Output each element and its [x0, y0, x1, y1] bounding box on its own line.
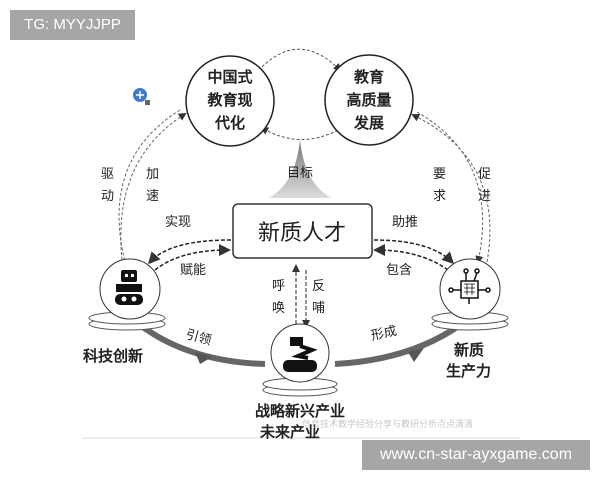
move-handle-icon[interactable]: [133, 88, 150, 105]
platform-right: [431, 311, 509, 331]
arrow-bottom-loop: [260, 126, 339, 140]
label-boost: 助推: [392, 215, 418, 230]
label-call-1: 呼: [272, 279, 285, 294]
label-feedback-1: 反: [312, 279, 325, 294]
goal-left-line3: 代化: [214, 114, 245, 132]
goal-label: 目标: [287, 166, 313, 181]
robot-icon: [115, 270, 143, 305]
label-promote-2: 进: [478, 189, 491, 204]
node-label-future-industries: 未来产业: [259, 423, 320, 441]
goal-right-line3: 发展: [353, 114, 384, 132]
arc-form: [334, 322, 462, 367]
center-box: [232, 203, 373, 259]
center-label: 新质人才: [258, 221, 346, 246]
goal-circle-right: [324, 54, 414, 146]
arc-left-inner: [120, 112, 187, 261]
goal-left-line2: 教育现: [206, 91, 252, 109]
arc-right-inner: [416, 111, 484, 264]
watermark-top: TG: MYYJJPP: [10, 10, 135, 40]
label-require-2: 求: [433, 189, 446, 204]
node-label-strategic-industries: 战略新兴产业: [255, 402, 345, 420]
watermark-bottom: www.cn-star-ayxgame.com: [362, 440, 590, 470]
industrial-robot-icon: [283, 337, 318, 372]
arc-form-arrowhead: [408, 348, 424, 362]
node-label-tech-innovation: 科技创新: [83, 347, 143, 365]
arrow-empower: [154, 244, 231, 271]
goal-arrow-shape: [268, 140, 332, 198]
goal-left-line1: 中国式: [207, 68, 252, 86]
source-caption-watermark: 信息技术教学经验分享与教研分析点点滴滴: [302, 418, 473, 430]
arc-lead-arrowhead: [195, 352, 212, 364]
label-accelerate-2: 速: [146, 189, 159, 204]
label-realize: 实现: [165, 215, 191, 230]
label-contain: 包含: [386, 262, 412, 278]
label-drive-1: 驱: [101, 167, 114, 182]
label-form: 形成: [370, 324, 399, 344]
arrow-contain: [373, 244, 449, 271]
node-label-productivity-1: 新质: [454, 341, 484, 359]
platform-bottom: [262, 377, 338, 397]
label-call-2: 唤: [272, 301, 285, 316]
goal-circle-left: [185, 55, 275, 147]
arc-right-outer: [411, 114, 491, 263]
goal-right-line1: 教育: [353, 68, 384, 86]
label-empower: 赋能: [180, 263, 206, 278]
label-lead: 引领: [184, 327, 213, 348]
goal-right-line2: 高质量: [346, 91, 391, 109]
label-require-1: 要: [433, 167, 446, 182]
arrow-realize: [147, 239, 232, 265]
label-drive-2: 动: [101, 189, 114, 204]
chip-icon: [448, 268, 491, 304]
node-label-productivity-2: 生产力: [446, 362, 491, 380]
label-accelerate-1: 加: [146, 167, 159, 182]
label-feedback-2: 哺: [312, 301, 325, 316]
label-promote-1: 促: [478, 167, 491, 182]
platform-left: [88, 311, 166, 331]
